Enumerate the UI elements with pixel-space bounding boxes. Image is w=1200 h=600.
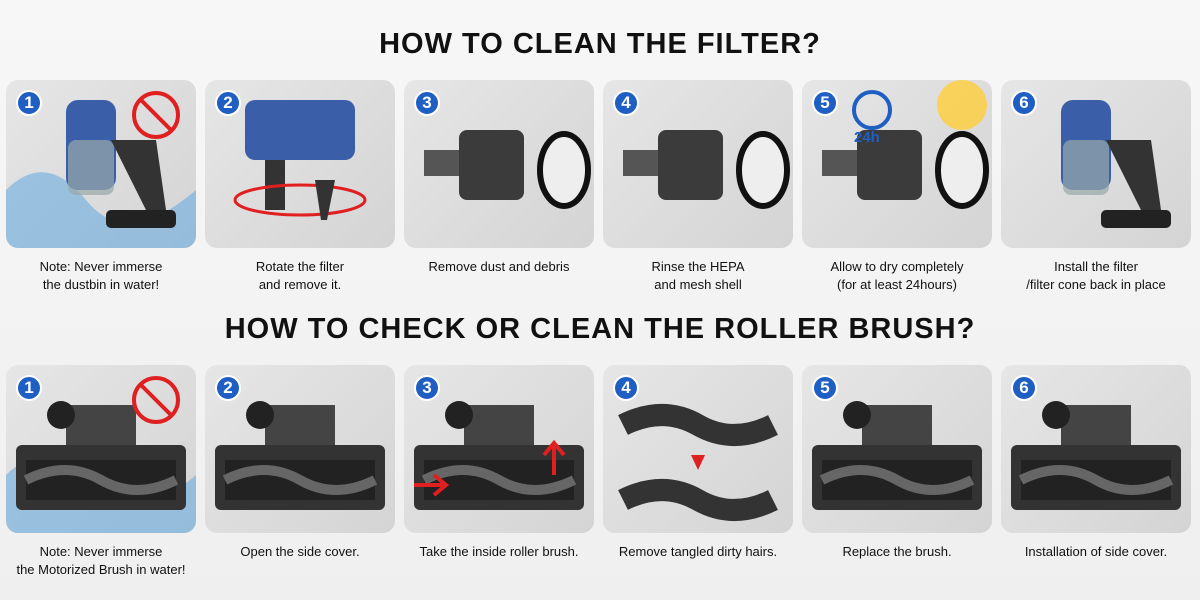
step-image-icon (215, 401, 385, 510)
step-image-icon (618, 404, 778, 521)
step-image-icon (812, 401, 982, 510)
step-caption: Rinse the HEPA and mesh shell (651, 259, 745, 292)
step-illustration: 2 (205, 80, 395, 248)
step-number-badge: 3 (414, 375, 440, 401)
step-caption: Take the inside roller brush. (419, 544, 579, 559)
step-caption: Installation of side cover. (1024, 544, 1168, 559)
step-image-icon (233, 100, 367, 220)
step-illustration: 3 (404, 365, 594, 533)
step-image-icon (6, 376, 196, 533)
step-image-icon (6, 91, 196, 248)
step-number-badge: 5 (812, 375, 838, 401)
step-caption: Note: Never immerse the dustbin in water… (39, 259, 163, 292)
step-caption: Install the filter /filter cone back in … (1026, 259, 1166, 292)
step-illustration: 6 (1001, 365, 1191, 533)
step-illustration: 1 (6, 365, 196, 533)
step-caption: Allow to dry completely (for at least 24… (830, 259, 964, 292)
step-number-badge: 4 (613, 90, 639, 116)
step-illustration: 3 (404, 80, 594, 248)
step-image-icon (1011, 401, 1181, 510)
step-caption: Remove dust and debris (428, 259, 570, 274)
step-illustration: 5 (802, 365, 992, 533)
step-caption: Note: Never immerse the Motorized Brush … (16, 544, 186, 577)
step-number-badge: 4 (613, 375, 639, 401)
step-illustration: 4 (603, 80, 793, 248)
step-illustration: 2 (205, 365, 395, 533)
filter-section-title: HOW TO CLEAN THE FILTER? (379, 28, 821, 60)
step-image-icon (623, 130, 790, 209)
step-caption: Replace the brush. (842, 544, 952, 559)
step-caption: Remove tangled dirty hairs. (618, 544, 778, 559)
duration-label: 24h (854, 129, 880, 146)
step-number-badge: 2 (215, 375, 241, 401)
step-illustration: 4 (603, 365, 793, 533)
step-image-icon (1061, 100, 1171, 228)
step-illustration: 6 (1001, 80, 1191, 248)
step-caption: Open the side cover. (240, 544, 360, 559)
step-number-badge: 6 (1011, 375, 1037, 401)
step-image-icon (424, 130, 591, 209)
brush-section-title: HOW TO CHECK OR CLEAN THE ROLLER BRUSH? (224, 313, 976, 345)
step-number-badge: 3 (414, 90, 440, 116)
step-illustration: 24h 5 (802, 80, 992, 248)
step-number-badge: 5 (812, 90, 838, 116)
step-image-icon (414, 401, 584, 510)
step-illustration: 1 (6, 80, 196, 248)
step-caption: Rotate the filter and remove it. (255, 259, 345, 292)
step-number-badge: 1 (16, 90, 42, 116)
step-number-badge: 1 (16, 375, 42, 401)
step-number-badge: 6 (1011, 90, 1037, 116)
step-number-badge: 2 (215, 90, 241, 116)
step-image-icon: 24h (822, 80, 989, 209)
